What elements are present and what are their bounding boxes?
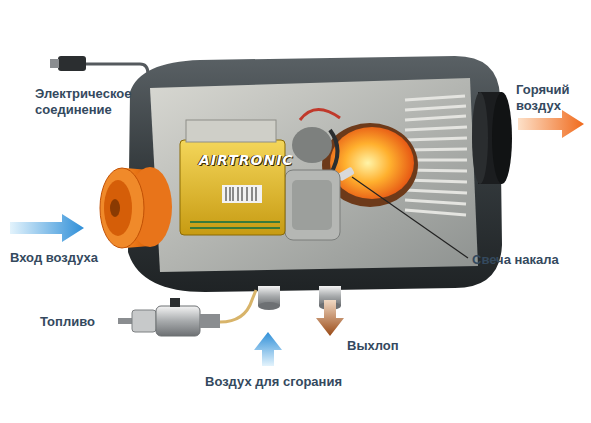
hot-air-arrow [518,110,584,138]
electrical-connector-part [58,56,86,71]
heat-exchanger-part [405,200,466,204]
fuel-pump-part [220,290,256,322]
combustion-chamber-part [330,127,414,199]
control-unit-part-part [256,187,257,201]
fuel-pump-part [118,318,132,324]
intake-fan-part [104,180,132,236]
fuel-pump-part [170,298,180,307]
control-unit-part-part [190,221,280,223]
fuel-pump-part [156,306,200,336]
part-label: Вход воздуха [10,250,98,266]
control-unit-part-part [233,187,234,201]
motor-part [300,109,340,120]
heat-exchanger-part [405,127,467,130]
pipe-stubs-part [258,302,280,310]
motor-part [292,127,332,163]
intake-fan [100,167,172,248]
heat-exchanger-part [405,96,465,100]
heater-housing-part [150,78,478,272]
intake-fan-part [100,168,144,248]
combustion-air-arrow [254,332,282,366]
brand-name: AIRTRONIC [199,152,294,168]
heat-exchanger-part [405,190,467,193]
exhaust-arrow [316,300,344,336]
fuel-pump-part [132,310,156,332]
control-unit-part [226,187,256,201]
control-unit-part-part [242,187,243,201]
control-unit-part [190,222,280,228]
control-unit-part-part [247,187,248,201]
intake-fan-part [110,199,120,217]
control-unit [180,120,285,235]
heat-exchanger-part [405,116,466,120]
heater-housing [128,56,502,292]
combustion-chamber-part [330,130,338,175]
fuel-pump [118,290,256,336]
part-label: Выхлоп [347,338,399,354]
control-unit-part-part [226,187,227,201]
fuel-pump-part [200,314,220,328]
heater-housing-part [128,56,502,292]
control-unit-part [186,120,276,142]
part-label: Электрическое соединение [35,86,153,118]
electrical-connector-part [50,59,59,68]
control-unit-part [222,185,262,203]
motor [285,109,340,240]
air-in-arrow [10,214,84,242]
part-label: Воздух для сгорания [205,374,342,390]
heat-exchanger-part [405,210,466,215]
motor-part [285,170,340,240]
control-unit-part-part [230,187,231,201]
control-unit-part-part [190,227,280,229]
control-unit-part-part [238,187,239,201]
part-label: Топливо [40,314,95,330]
leader-line [352,177,468,258]
part-label: Горячий воздух [516,82,586,114]
heat-exchanger-part [405,106,466,110]
motor-part [292,180,332,230]
hot-air-outlet-part [492,92,512,184]
part-label: Свеча накала [472,252,559,268]
heat-exchanger-part [405,138,467,140]
hot-air-outlet [472,92,512,184]
control-unit-part-part [252,187,253,201]
hot-air-outlet-part [472,92,488,184]
